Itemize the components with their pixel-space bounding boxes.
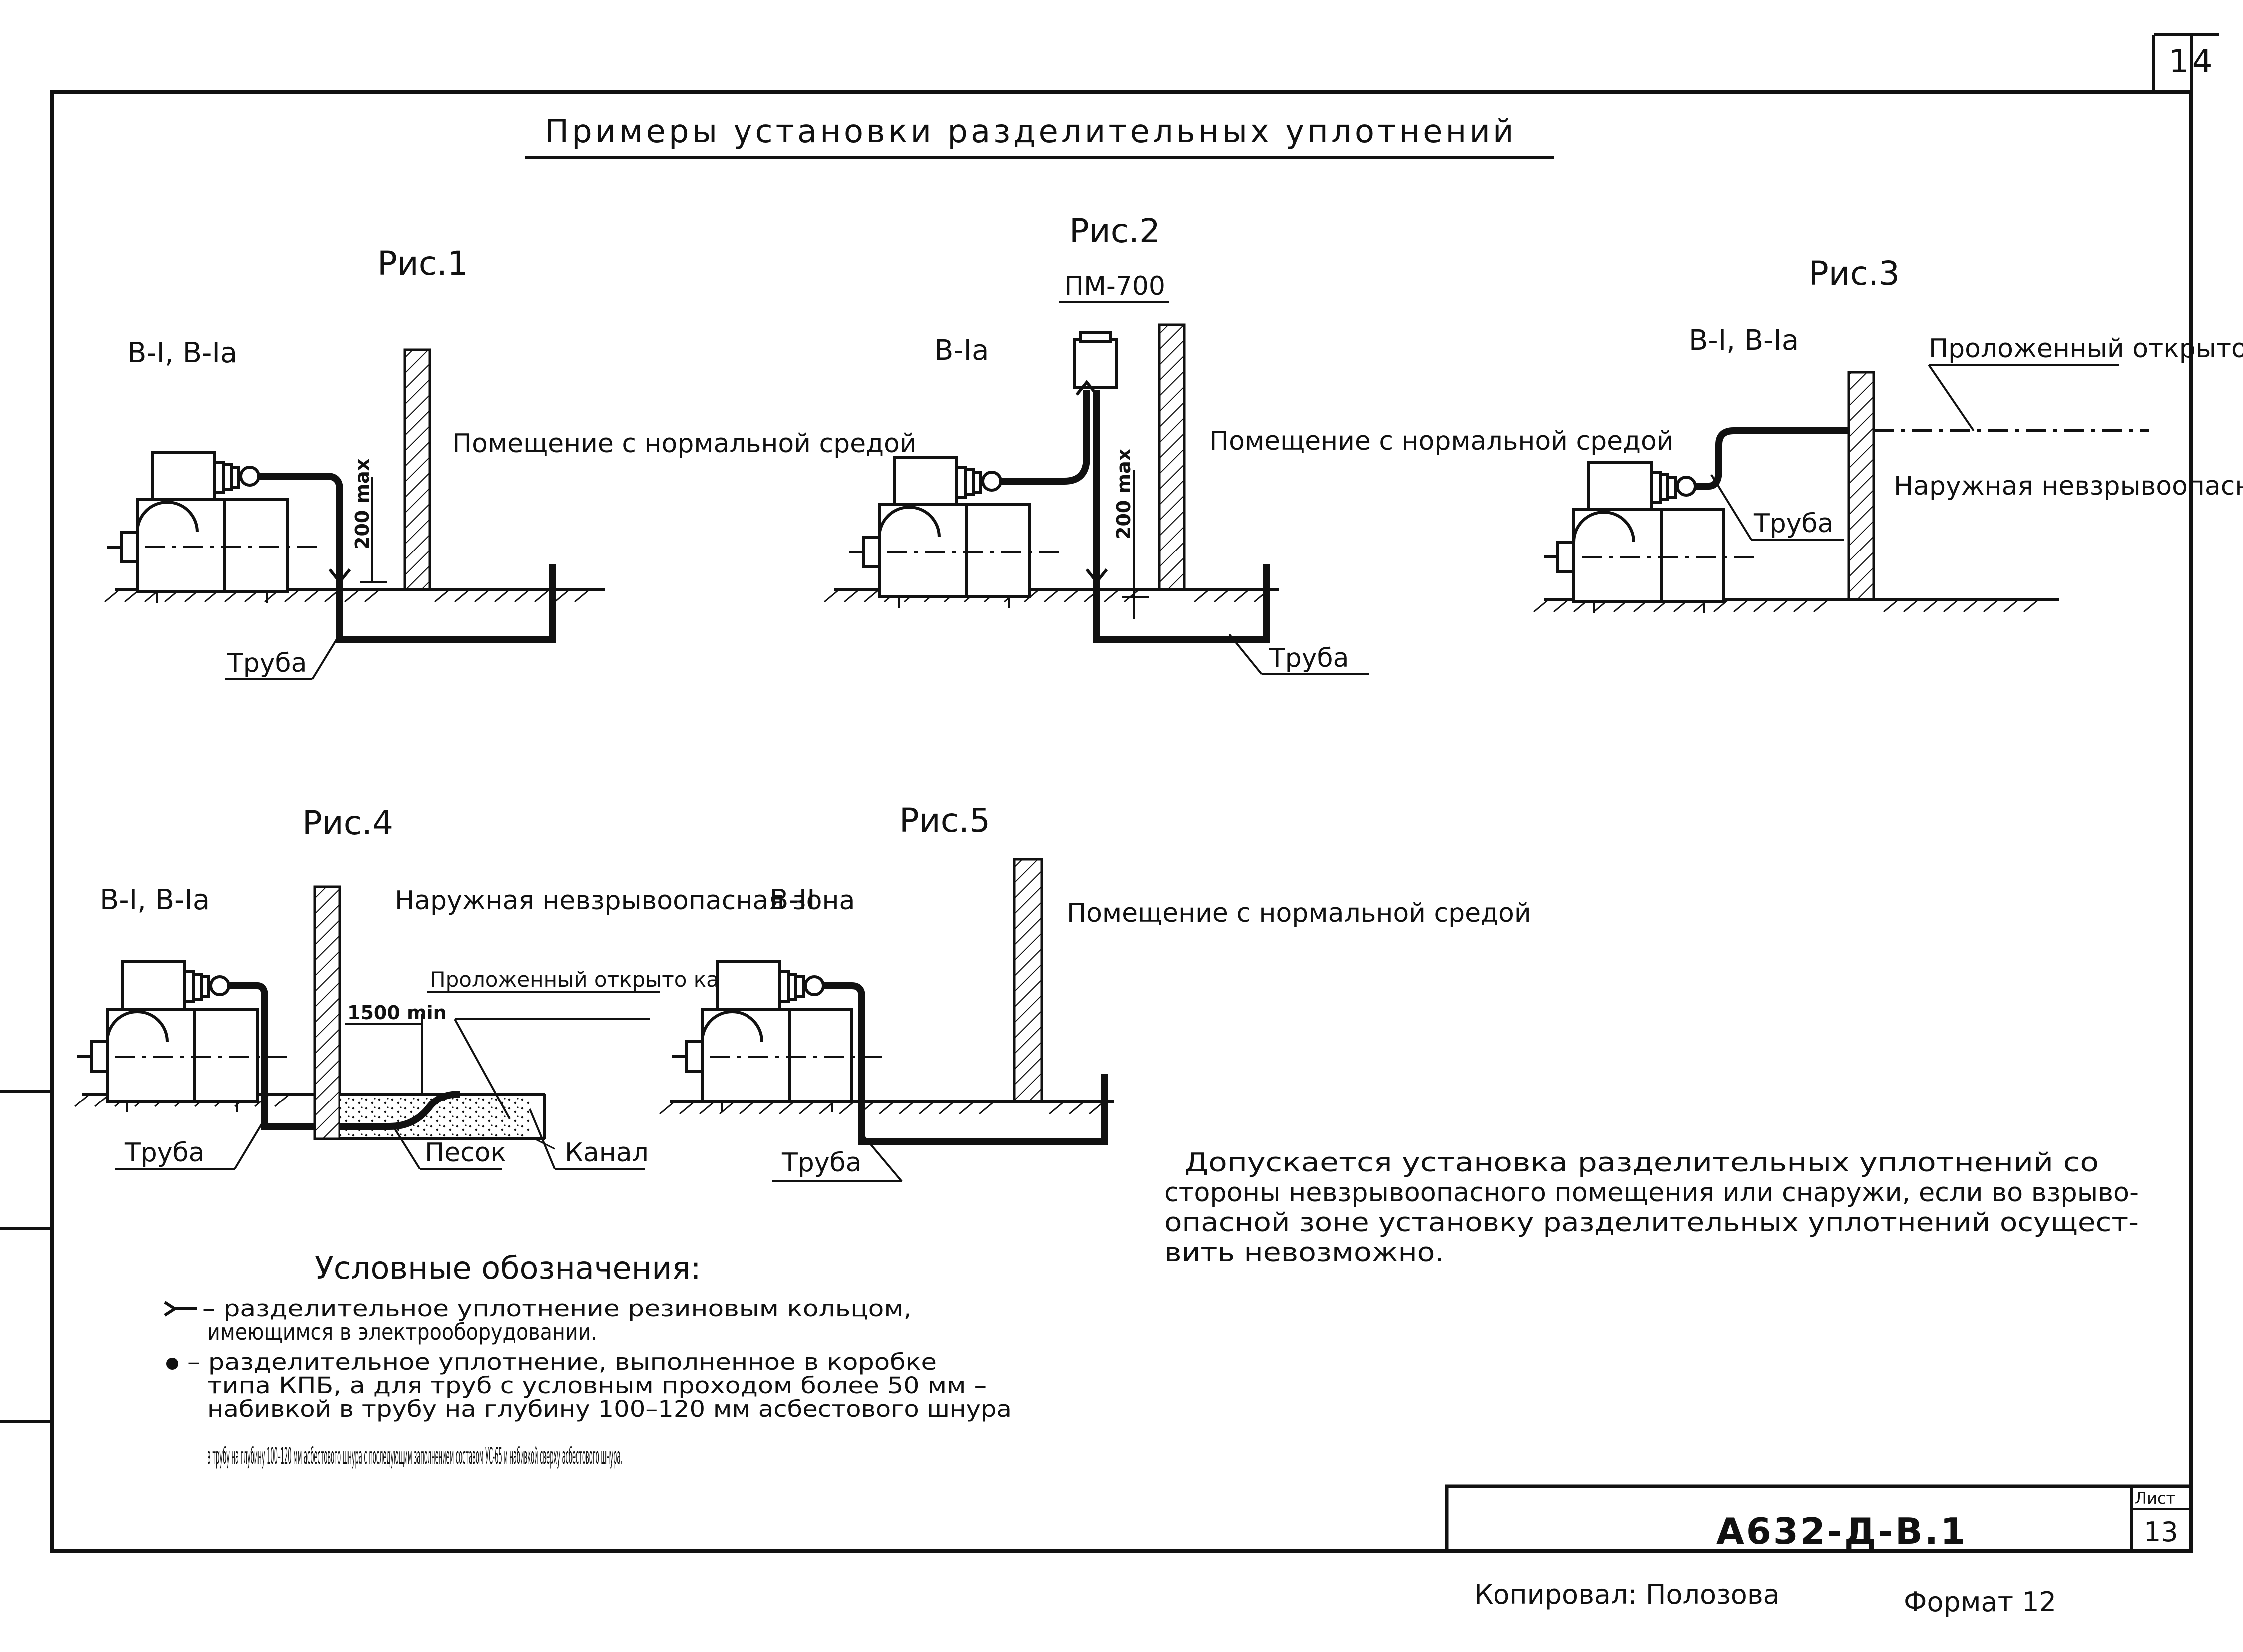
- figure-2: Рис.2 ПМ-700 В-Iа 200 max Помещение с но…: [824, 212, 1674, 675]
- fig2-pipe-label: Труба: [1269, 643, 1349, 673]
- fig3-title: Рис.3: [1809, 254, 1900, 293]
- legend-item2-line1: – разделительное уплотнение, выполненное…: [187, 1349, 937, 1375]
- fig5-wall: [1013, 858, 1043, 1103]
- fig4-title: Рис.4: [302, 804, 393, 842]
- fig4-pipe: [229, 982, 315, 1130]
- sheet-number: 13: [2144, 1516, 2178, 1548]
- fig2-wall: [1158, 323, 1186, 591]
- note-block: Допускается установка разделительных упл…: [1164, 1148, 2139, 1268]
- fig1-pipe-label: Труба: [227, 648, 307, 678]
- fig3-motor-icon: [1544, 462, 1754, 613]
- fig1-seal-icon: [328, 568, 351, 584]
- fig2-subtitle: ПМ-700: [1064, 271, 1165, 301]
- fig5-pipe-label: Труба: [781, 1148, 861, 1178]
- fig4-class: В-I, В-Iа: [100, 884, 210, 916]
- figure-1: Рис.1 В-I, В-Iа 200 max Помещение с норм…: [104, 244, 917, 680]
- fig4-wall: [313, 885, 341, 1140]
- fig1-wall: [403, 348, 431, 591]
- fig1-room-label: Помещение с нормальной средой: [452, 429, 917, 459]
- fig3-wall: [1847, 371, 1875, 601]
- note-line-3: опасной зоне установку разделительных уп…: [1164, 1208, 2139, 1238]
- fig1-class: В-I, В-Iа: [127, 337, 237, 369]
- legend-heading: Условные обозначения:: [315, 1250, 701, 1286]
- legend-item2-line2: типа КПБ, а для труб с условным проходом…: [207, 1372, 987, 1399]
- figure-4: Рис.4 В-I, В-Iа 1500 min Наружная невзры…: [74, 804, 855, 1170]
- fig3-class: В-I, В-Iа: [1689, 324, 1799, 357]
- fig1-title: Рис.1: [377, 244, 468, 283]
- fig4-sand-label: Песок: [425, 1138, 506, 1168]
- fig5-class: В-II: [769, 884, 815, 916]
- fig4-cable-run: [389, 1091, 460, 1130]
- fig3-zone-label: Наружная невзрывоопасная зона: [1894, 471, 2243, 501]
- figure-5: Рис.5 В-II Помещение с нормальной средой…: [659, 801, 1531, 1182]
- fig3-pipe-label: Труба: [1753, 509, 1833, 539]
- note-line-1: Допускается установка разделительных упл…: [1184, 1148, 2099, 1178]
- legend-seal-ring-icon: [164, 1301, 197, 1317]
- fig5-room-label: Помещение с нормальной средой: [1067, 898, 1531, 928]
- fig2-pipe-upper: [1001, 390, 1090, 485]
- legend-seal-box-icon: [166, 1358, 178, 1370]
- fig3-cable-label: Проложенный открыто кабель: [1929, 334, 2243, 364]
- fig4-pipe-label: Труба: [124, 1138, 204, 1168]
- fig5-title: Рис.5: [899, 801, 990, 840]
- legend-item2-line5: в трубу на глубину 100–120 мм асбестовог…: [207, 1443, 622, 1469]
- sheet-frame: [0, 33, 2219, 1553]
- fig2-dimension: 200 max: [1113, 449, 1135, 540]
- note-line-4: вить невозможно.: [1164, 1238, 1444, 1268]
- legend-block: Условные обозначения: – разделительное у…: [164, 1250, 1012, 1469]
- fig2-title: Рис.2: [1069, 212, 1160, 250]
- copied-by: Копировал: Полозова: [1474, 1579, 1780, 1610]
- pm700-box-icon: [1073, 338, 1118, 389]
- sheet-format: Формат 12: [1904, 1586, 2056, 1618]
- legend-item1-line2: имеющимся в электрооборудовании.: [207, 1319, 597, 1345]
- fig4-cable-label: Проложенный открыто кабель: [430, 967, 770, 992]
- fig2-class: В-Iа: [934, 334, 989, 367]
- fig2-pipe: [1093, 390, 1270, 643]
- title-block: А632-Д-В.1 Лист 13: [1445, 1484, 2193, 1553]
- fig5-pipe: [823, 982, 1108, 1145]
- corner-sheet-number: 14: [2169, 43, 2215, 80]
- fig1-pipe: [259, 473, 556, 643]
- fig1-dimension: 200 max: [351, 459, 373, 550]
- legend-item1-line1: – разделительное уплотнение резиновым ко…: [202, 1295, 912, 1322]
- page-title: Примеры установки разделительных уплотне…: [545, 113, 1517, 150]
- fig2-seal-icon: [1075, 380, 1098, 396]
- legend-item2-line3: набивкой в трубу на глубину 100–120 мм а…: [207, 1396, 1012, 1422]
- figure-3: Рис.3 В-I, В-Iа Проложенный открыто кабе…: [1533, 254, 2243, 613]
- drawing-code: А632-Д-В.1: [1716, 1510, 1967, 1552]
- fig3-pipe: [1695, 427, 1849, 490]
- fig2-room-label: Помещение с нормальной средой: [1209, 426, 1674, 456]
- fig4-dimension: 1500 min: [347, 1002, 447, 1024]
- sheet-label: Лист: [2135, 1489, 2175, 1508]
- fig4-channel-label: Канал: [565, 1138, 649, 1168]
- note-line-2: стороны невзрывоопасного помещения или с…: [1164, 1178, 2139, 1208]
- fig4-zone-label: Наружная невзрывоопасная зона: [395, 886, 855, 916]
